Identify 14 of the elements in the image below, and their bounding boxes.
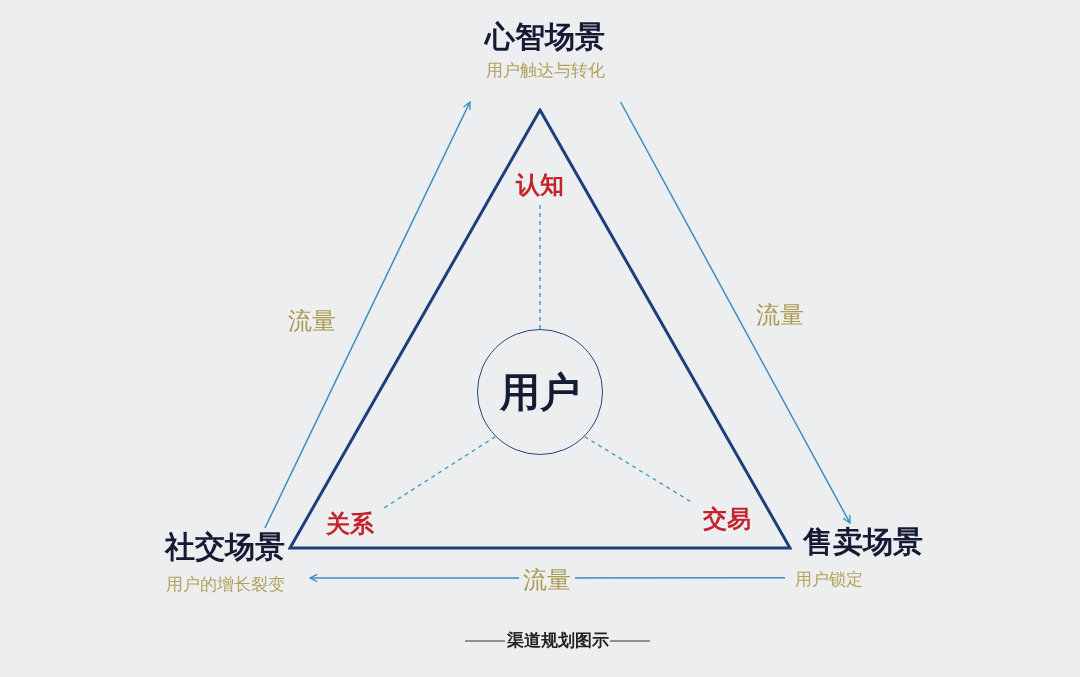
scene-title: 心智场景 [483, 18, 606, 56]
arrow [619, 101, 851, 524]
scene-subtitle: 用户锁定 [794, 568, 864, 591]
keyword-label: 认知 [505, 169, 575, 201]
caption: 渠道规划图示 [505, 629, 610, 652]
scene-title: 售卖场景 [802, 523, 924, 561]
arrow [264, 101, 471, 529]
scene-subtitle: 用户的增长裂变 [164, 573, 286, 596]
dashed-line [383, 435, 497, 509]
keyword-label: 交易 [693, 503, 761, 535]
scene-subtitle: 用户触达与转化 [484, 59, 606, 82]
arrow [309, 573, 786, 583]
keyword-label: 关系 [316, 508, 384, 540]
scene-title: 社交场景 [163, 528, 286, 566]
